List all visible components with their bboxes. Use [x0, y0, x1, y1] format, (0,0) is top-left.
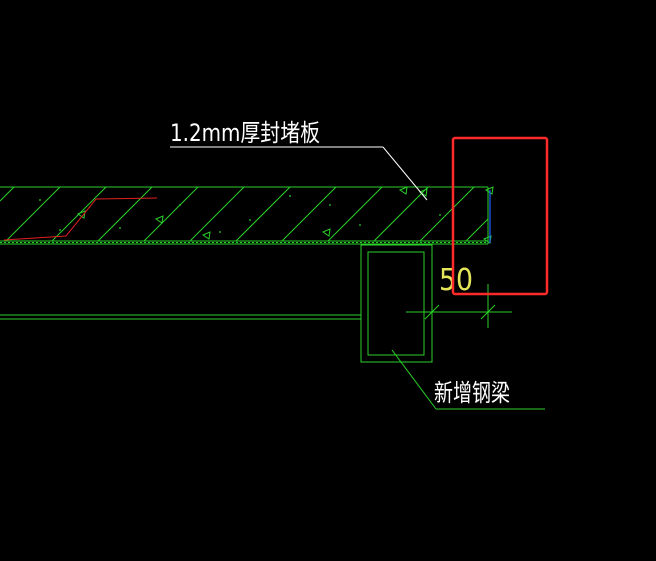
hatch-line [0, 186, 15, 202]
leader-diagonal [382, 146, 428, 201]
leader-diagonal-2 [391, 349, 437, 410]
aggregate-triangle [154, 215, 164, 224]
hatch-line [5, 186, 61, 242]
aggregate-dot [439, 214, 441, 216]
aggregate-dot [39, 199, 41, 201]
dimension-tick-right [480, 304, 496, 320]
hatch-line [419, 186, 475, 242]
aggregate-triangle [76, 210, 86, 219]
steel-beam-leader [391, 349, 545, 410]
sealing-plate-label: 1.2mm厚封堵板 [170, 119, 320, 147]
dimension-50 [406, 284, 512, 328]
concrete-slab [0, 186, 494, 245]
hatch-line [143, 186, 199, 242]
aggregate-triangle [484, 186, 494, 195]
hatch-line [373, 186, 429, 242]
aggregate-dot [329, 204, 331, 206]
aggregate-triangle [201, 231, 211, 240]
aggregate-triangle [418, 188, 428, 197]
aggregate-triangle [398, 186, 408, 195]
hatch-line [281, 186, 337, 242]
beam-inner-outline [367, 251, 425, 356]
rebar-line [3, 197, 158, 241]
sealing-plate-leader [170, 146, 428, 201]
beam-outer-outline [360, 244, 433, 363]
hatch-line [235, 186, 291, 242]
hatch-line [189, 186, 245, 242]
aggregate-triangle [321, 228, 331, 237]
aggregate-dot [119, 227, 121, 229]
hatch-line [465, 218, 489, 242]
highlight-box [451, 136, 549, 296]
hatch-line [97, 186, 153, 242]
dimension-label: 50 [439, 263, 473, 298]
aggregate-dot [249, 219, 251, 221]
slab-hatch-lines [0, 186, 489, 242]
slab-aggregate-marks [39, 186, 494, 244]
hatch-line [327, 186, 383, 242]
aggregate-dot [59, 229, 61, 231]
new-steel-beam-label: 新增钢梁 [434, 379, 510, 407]
aggregate-dot [179, 204, 181, 206]
aggregate-dot [219, 231, 221, 233]
new-steel-beam [360, 244, 433, 363]
existing-beam-lines [0, 314, 361, 320]
aggregate-dot [289, 195, 291, 197]
aggregate-dot [359, 224, 361, 226]
dimension-tick-left [424, 304, 440, 320]
